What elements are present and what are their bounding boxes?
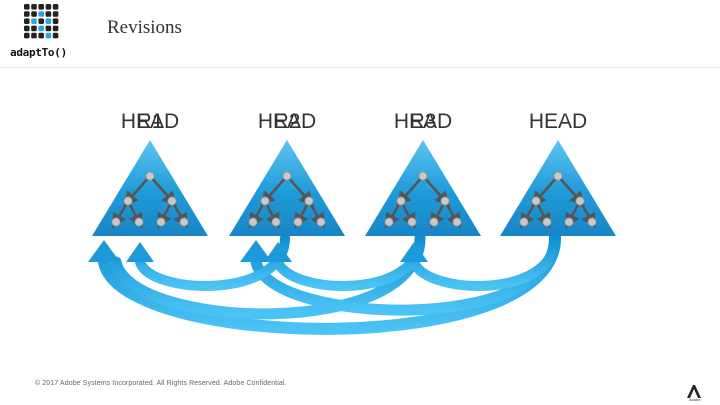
tree-revision-label: R2 bbox=[274, 110, 301, 133]
tree-node bbox=[248, 217, 258, 227]
logo-dot bbox=[24, 32, 30, 39]
dot-grid-icon bbox=[24, 4, 59, 39]
slide-title: Revisions bbox=[107, 17, 182, 38]
arrowhead-2 bbox=[126, 242, 154, 262]
tree-node bbox=[575, 196, 585, 206]
logo-dot bbox=[38, 32, 44, 39]
logo-dot bbox=[38, 4, 44, 10]
tree-node bbox=[260, 196, 270, 206]
logo-dot bbox=[52, 11, 59, 17]
arc-r3-to-r2 bbox=[273, 233, 425, 291]
tree-node bbox=[134, 217, 144, 227]
tree-head-label: HEAD bbox=[529, 110, 587, 133]
revision-arcs bbox=[98, 232, 561, 335]
tree-edge bbox=[422, 175, 450, 207]
tree-node bbox=[384, 217, 394, 227]
tree-node bbox=[316, 217, 326, 227]
tree-node bbox=[111, 217, 121, 227]
tree-node bbox=[553, 171, 563, 181]
tree-node bbox=[282, 171, 292, 181]
adobe-logo-icon bbox=[683, 382, 707, 402]
tree-triangle bbox=[92, 140, 208, 236]
logo-dot bbox=[52, 4, 59, 10]
tree-edge bbox=[396, 175, 424, 207]
logo-dot bbox=[45, 11, 52, 17]
header-divider bbox=[0, 67, 720, 68]
tree-revision-label: R1 bbox=[137, 110, 164, 133]
logo-dot bbox=[31, 32, 37, 39]
tree-triangle bbox=[229, 140, 345, 236]
tree-edge bbox=[286, 175, 314, 207]
tree-node bbox=[452, 217, 462, 227]
logo-dot bbox=[52, 25, 59, 32]
tree-node bbox=[156, 217, 166, 227]
tree-node bbox=[587, 217, 597, 227]
tree-node bbox=[145, 171, 155, 181]
logo-dot bbox=[24, 4, 30, 10]
tree-node bbox=[542, 217, 552, 227]
arrowhead-5 bbox=[400, 242, 428, 262]
logo-dot bbox=[38, 11, 44, 17]
revision-tree: HEAD bbox=[500, 110, 616, 236]
logo-dot bbox=[31, 4, 37, 10]
arrowhead-1 bbox=[88, 240, 120, 262]
tree-node bbox=[519, 217, 529, 227]
tree-edge bbox=[260, 175, 288, 207]
tree-edge bbox=[557, 175, 585, 207]
logo-dot bbox=[52, 32, 59, 39]
logo-dot bbox=[38, 18, 44, 24]
adobe-wordmark: Adobe bbox=[689, 397, 701, 402]
tree-edge bbox=[149, 175, 177, 207]
tree-edge bbox=[123, 175, 151, 207]
logo-dot bbox=[38, 25, 44, 32]
logo-dot bbox=[45, 18, 52, 24]
tree-node bbox=[293, 217, 303, 227]
logo-dot bbox=[52, 18, 59, 24]
arrowhead-4 bbox=[264, 242, 292, 262]
tree-head-label: HEAD bbox=[258, 110, 316, 133]
logo-dot bbox=[45, 32, 52, 39]
arc-arrowheads bbox=[88, 240, 428, 262]
arrowhead-3 bbox=[240, 240, 272, 262]
tree-node bbox=[304, 196, 314, 206]
tree-node bbox=[418, 171, 428, 181]
tree-triangle bbox=[365, 140, 481, 236]
logo-dot bbox=[45, 25, 52, 32]
logo-dot bbox=[24, 18, 30, 24]
tree-node bbox=[167, 196, 177, 206]
logo-dot bbox=[45, 4, 52, 10]
logo-dot bbox=[31, 18, 37, 24]
copyright-footer: © 2017 Adobe Systems Incorporated. All R… bbox=[35, 380, 287, 387]
tree-node bbox=[123, 196, 133, 206]
logo-text: adaptTo() bbox=[10, 46, 67, 59]
logo-dot bbox=[24, 11, 30, 17]
tree-node bbox=[564, 217, 574, 227]
logo-dot bbox=[24, 25, 30, 32]
tree-triangle bbox=[500, 140, 616, 236]
tree-node bbox=[271, 217, 281, 227]
tree-revision-label: R3 bbox=[410, 110, 437, 133]
tree-node bbox=[531, 196, 541, 206]
adaptto-logo: adaptTo() bbox=[10, 4, 74, 66]
tree-node bbox=[179, 217, 189, 227]
tree-edge bbox=[531, 175, 559, 207]
tree-node bbox=[396, 196, 406, 206]
logo-dot bbox=[31, 25, 37, 32]
tree-head-label: HEAD bbox=[121, 110, 179, 133]
arc-r4-to-r3 bbox=[409, 233, 560, 291]
tree-node bbox=[440, 196, 450, 206]
tree-node bbox=[407, 217, 417, 227]
tree-head-label: HEAD bbox=[394, 110, 452, 133]
tree-node bbox=[429, 217, 439, 227]
logo-dot bbox=[31, 11, 37, 17]
